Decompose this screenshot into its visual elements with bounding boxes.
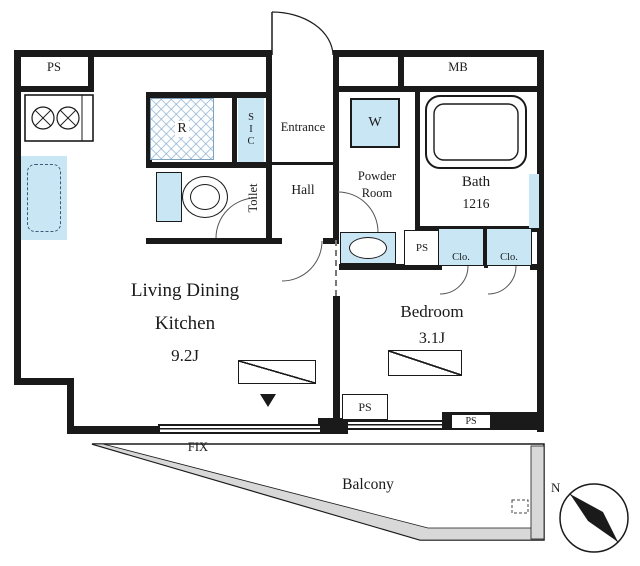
wall-hall-stub-right xyxy=(323,238,339,244)
kitchen-sink-icon xyxy=(27,164,61,232)
hall-door-swing xyxy=(281,240,323,282)
wall-r-left xyxy=(146,92,152,168)
wall-entrance-toilet-right xyxy=(266,50,272,244)
wall-rooms-top xyxy=(146,92,272,98)
bedroom-opening-dashed-line xyxy=(335,240,337,296)
ps-center-label: PS xyxy=(415,242,429,254)
ldk-label-line2: Kitchen xyxy=(154,313,216,334)
fix-window xyxy=(158,424,322,434)
ps-center-shaft: PS xyxy=(404,230,440,266)
closet-right-label: Clo. xyxy=(500,251,518,263)
compass-north-label: N xyxy=(551,480,561,495)
entrance-label: Entrance xyxy=(280,120,326,134)
wall-r-sic-divider xyxy=(232,92,237,168)
ldk-label-line1: Living Dining xyxy=(130,280,240,301)
ps-bottom-right-shaft: PS xyxy=(452,415,490,428)
sic-label: SIC xyxy=(245,112,257,148)
bedroom-label: Bedroom xyxy=(400,302,464,321)
refrigerator-label: R xyxy=(175,120,189,138)
powder-room-label-line1: Powder xyxy=(357,169,397,183)
ldk-area-label: 9.2J xyxy=(171,346,199,365)
wall-step-vertical xyxy=(67,378,74,434)
wall-top-left xyxy=(14,50,272,57)
wall-toilet-bottom xyxy=(146,238,272,244)
wall-mb-left xyxy=(398,50,404,92)
balcony-label: Balcony xyxy=(342,476,394,493)
washer-space: W xyxy=(350,98,400,148)
powder-room-label: Powder Room xyxy=(340,168,414,202)
wall-bedroom-top-right xyxy=(530,264,544,270)
toilet-tank xyxy=(156,172,182,222)
wall-ps-box-right xyxy=(88,50,94,92)
ps-top-left-label: PS xyxy=(47,60,61,74)
toilet-label: Toilet xyxy=(246,183,260,213)
compass: N xyxy=(551,480,629,553)
closet-left-label: Clo. xyxy=(452,251,470,263)
toilet-bowl-inner xyxy=(190,184,220,210)
wall-bottom-left xyxy=(67,426,162,434)
wall-bath-powder-divider xyxy=(415,92,420,232)
entrance-door-swing xyxy=(271,11,334,56)
balcony-diagonal-panel-1 xyxy=(338,448,398,476)
wall-step-horizontal xyxy=(14,378,74,385)
bathtub-icon xyxy=(425,95,527,169)
compass-needle-icon xyxy=(570,494,618,542)
wall-powder-bottom xyxy=(339,264,439,270)
balcony-drain-icon xyxy=(511,499,529,514)
fix-window-label: FIX xyxy=(187,440,209,454)
wall-left xyxy=(14,50,21,380)
ps-bottom-center-shaft: PS xyxy=(342,394,388,420)
closet-right-door-swing xyxy=(487,265,517,295)
powder-room-label-line2: Room xyxy=(361,185,393,200)
stove-icon xyxy=(24,94,94,142)
wall-ldk-bedroom xyxy=(333,296,340,432)
bedroom-diagonal-panel xyxy=(388,350,462,376)
closet-right: Clo. xyxy=(486,228,532,266)
kitchen-counter xyxy=(21,156,67,240)
washer-label: W xyxy=(368,115,382,130)
sic-closet: SIC xyxy=(238,98,264,162)
wall-hall-stub-left xyxy=(272,238,282,244)
balcony-diagonal-panel-2 xyxy=(404,448,464,476)
bath-size-label: 1216 xyxy=(462,196,490,211)
wall-bottom-mid xyxy=(318,418,348,434)
wall-upper-right xyxy=(333,86,544,92)
down-triangle-marker xyxy=(260,394,276,407)
powder-sink-counter xyxy=(340,232,396,264)
entrance-step-line xyxy=(272,162,333,165)
refrigerator-space: R xyxy=(150,98,214,160)
closet-left: Clo. xyxy=(438,228,484,266)
toilet-bowl-icon xyxy=(182,176,228,218)
ldk-diagonal-panel xyxy=(238,360,316,384)
wall-ps-box-bottom xyxy=(14,86,94,92)
ps-bottom-center-label: PS xyxy=(358,399,372,414)
bedroom-area-label: 3.1J xyxy=(418,330,446,347)
wall-right xyxy=(537,50,544,432)
hall-label: Hall xyxy=(291,182,315,197)
wall-hall-right xyxy=(333,50,339,240)
wall-top-right xyxy=(333,50,544,57)
powder-sink-bowl-icon xyxy=(349,237,387,259)
mb-label: MB xyxy=(448,60,468,74)
bath-side-panel xyxy=(529,174,539,228)
bath-label: Bath xyxy=(461,174,491,190)
balcony-window xyxy=(346,420,444,430)
ps-bottom-right-label: PS xyxy=(465,416,477,427)
wall-toilet-top xyxy=(146,162,272,168)
compass-circle xyxy=(559,483,629,553)
closet-left-door-swing xyxy=(439,265,469,295)
